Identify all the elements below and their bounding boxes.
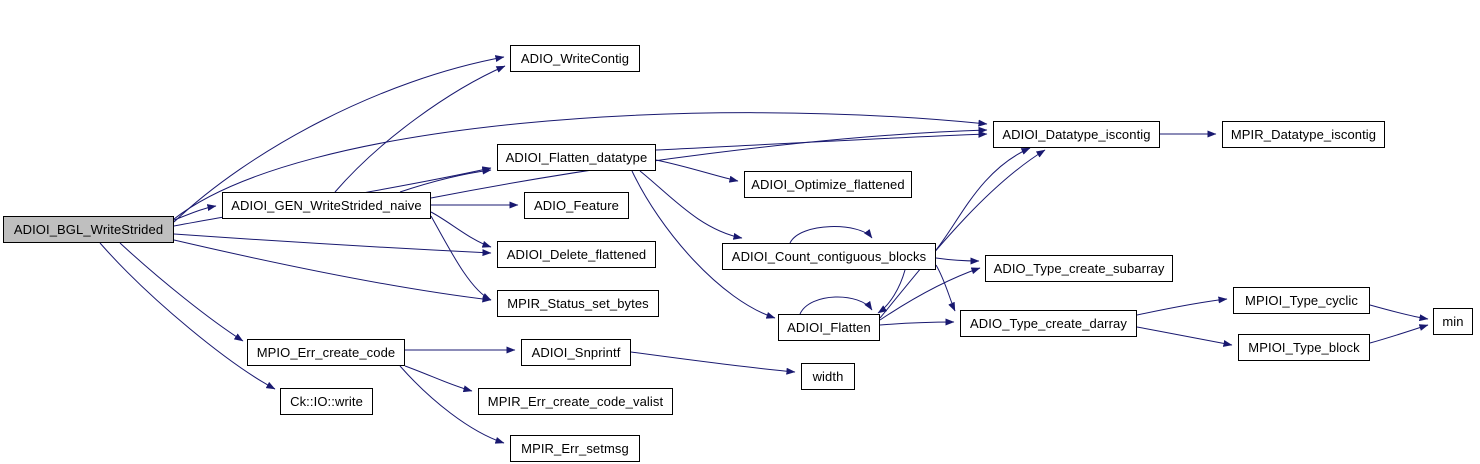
graph-node-min[interactable]: min bbox=[1433, 308, 1473, 335]
graph-node-label: width bbox=[812, 369, 844, 384]
graph-node-label: ADIOI_GEN_WriteStrided_naive bbox=[231, 198, 422, 213]
graph-node-mpir_err_setmsg[interactable]: MPIR_Err_setmsg bbox=[510, 435, 640, 462]
graph-node-label: ADIOI_Optimize_flattened bbox=[751, 177, 905, 192]
graph-node-label: MPIR_Err_create_code_valist bbox=[487, 394, 664, 409]
graph-node-adio_type_create_darray[interactable]: ADIO_Type_create_darray bbox=[960, 310, 1137, 337]
graph-node-mpioi_type_cyclic[interactable]: MPIOI_Type_cyclic bbox=[1233, 287, 1370, 314]
graph-node-adioi_gen_writestrided_naive[interactable]: ADIOI_GEN_WriteStrided_naive bbox=[222, 192, 431, 219]
graph-node-adio_feature[interactable]: ADIO_Feature bbox=[524, 192, 629, 219]
graph-node-label: MPIR_Err_setmsg bbox=[521, 441, 629, 456]
graph-node-label: ADIOI_Snprintf bbox=[531, 345, 621, 360]
graph-node-label: ADIOI_Flatten_datatype bbox=[505, 150, 648, 165]
graph-node-adioi_delete_flattened[interactable]: ADIOI_Delete_flattened bbox=[497, 241, 656, 268]
graph-node-ck_io_write[interactable]: Ck::IO::write bbox=[280, 388, 373, 415]
graph-node-label: MPIOI_Type_block bbox=[1248, 340, 1360, 355]
graph-node-adioi_count_contiguous_blocks[interactable]: ADIOI_Count_contiguous_blocks bbox=[722, 243, 936, 270]
graph-node-label: ADIOI_Delete_flattened bbox=[506, 247, 647, 262]
graph-node-mpioi_type_block[interactable]: MPIOI_Type_block bbox=[1238, 334, 1370, 361]
graph-node-label: MPIR_Datatype_iscontig bbox=[1230, 127, 1377, 142]
graph-node-label: MPIO_Err_create_code bbox=[256, 345, 396, 360]
graph-node-label: ADIO_Feature bbox=[533, 198, 619, 213]
graph-node-label: min bbox=[1442, 314, 1464, 329]
graph-node-label: Ck::IO::write bbox=[290, 394, 363, 409]
graph-node-mpir_datatype_iscontig[interactable]: MPIR_Datatype_iscontig bbox=[1222, 121, 1385, 148]
graph-node-label: ADIO_Type_create_darray bbox=[970, 316, 1127, 331]
graph-node-mpio_err_create_code[interactable]: MPIO_Err_create_code bbox=[247, 339, 405, 366]
graph-node-label: ADIOI_Count_contiguous_blocks bbox=[731, 249, 927, 264]
graph-node-label: ADIO_Type_create_subarray bbox=[993, 261, 1165, 276]
graph-node-label: MPIOI_Type_cyclic bbox=[1245, 293, 1358, 308]
graph-node-mpir_status_set_bytes[interactable]: MPIR_Status_set_bytes bbox=[497, 290, 659, 317]
graph-node-adio_writecontig[interactable]: ADIO_WriteContig bbox=[510, 45, 640, 72]
graph-node-label: ADIOI_BGL_WriteStrided bbox=[13, 222, 164, 237]
graph-node-mpir_err_create_code_valist[interactable]: MPIR_Err_create_code_valist bbox=[478, 388, 673, 415]
graph-node-adioi_datatype_iscontig[interactable]: ADIOI_Datatype_iscontig bbox=[993, 121, 1160, 148]
graph-node-label: ADIOI_Datatype_iscontig bbox=[1002, 127, 1151, 142]
graph-node-label: MPIR_Status_set_bytes bbox=[507, 296, 649, 311]
graph-node-adioi_optimize_flattened[interactable]: ADIOI_Optimize_flattened bbox=[744, 171, 912, 198]
graph-node-adioi_flatten_datatype[interactable]: ADIOI_Flatten_datatype bbox=[497, 144, 656, 171]
graph-node-adioi_flatten[interactable]: ADIOI_Flatten bbox=[778, 314, 880, 341]
graph-node-width[interactable]: width bbox=[801, 363, 855, 390]
graph-node-adio_type_create_subarray[interactable]: ADIO_Type_create_subarray bbox=[985, 255, 1173, 282]
graph-node-label: ADIO_WriteContig bbox=[520, 51, 630, 66]
graph-node-adioi_bgl_writestrided[interactable]: ADIOI_BGL_WriteStrided bbox=[3, 216, 174, 243]
graph-node-label: ADIOI_Flatten bbox=[787, 320, 871, 335]
graph-node-adioi_snprintf[interactable]: ADIOI_Snprintf bbox=[521, 339, 631, 366]
